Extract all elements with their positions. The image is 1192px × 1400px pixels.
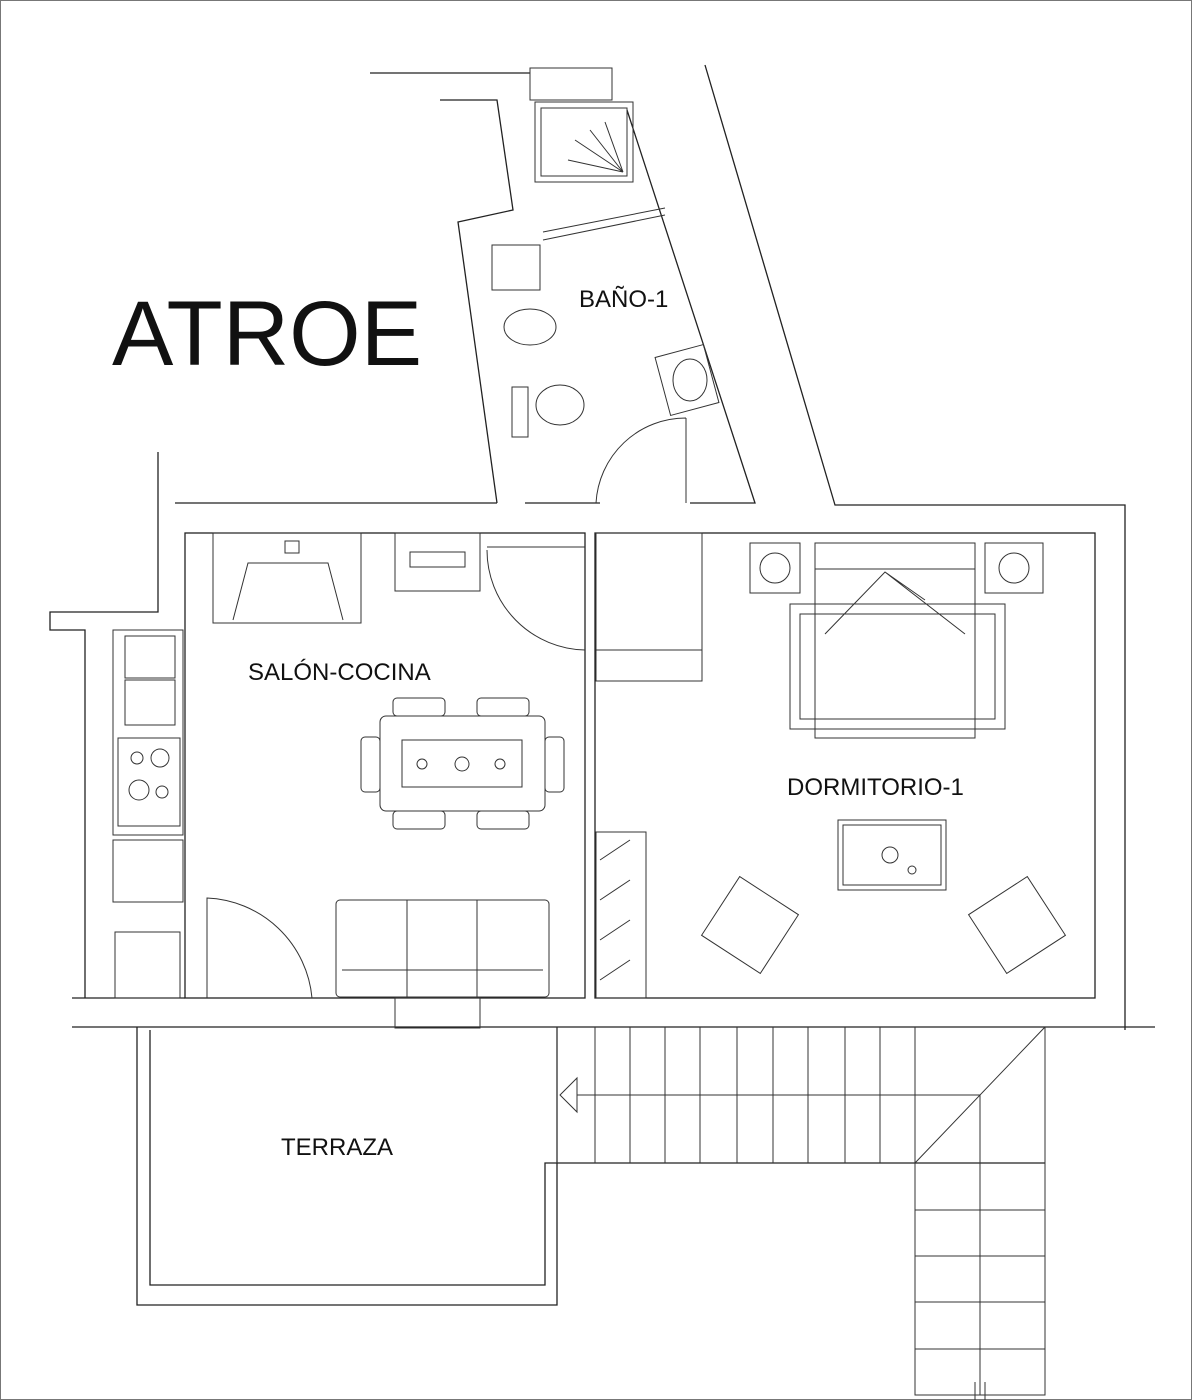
shower [529,67,634,183]
bathroom-fixtures [491,207,720,504]
stairs [556,1026,1046,1400]
salon-furniture [212,532,586,1029]
room-label-bano: BAÑO-1 [579,286,669,313]
room-label-terraza: TERRAZA [281,1134,394,1161]
walls [49,64,1155,1306]
room-label-dormitorio: DORMITORIO-1 [787,774,964,801]
dormitorio-furniture [595,532,1067,999]
room-label-salon-cocina: SALÓN-COCINA [248,659,431,686]
atroe-logo: ATROE [112,283,423,385]
kitchen [112,629,313,999]
